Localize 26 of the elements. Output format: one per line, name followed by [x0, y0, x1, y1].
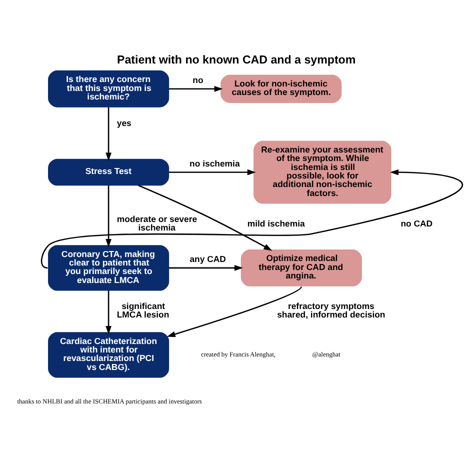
edge-label: yes [116, 117, 132, 128]
arrow [168, 168, 256, 175]
arrow [168, 264, 243, 270]
diagram-title: Patient with no known CAD and a symptom [117, 54, 356, 66]
node-box: Optimize medical therapy for CAD and angina. [240, 248, 362, 286]
edge-label: refractory symptoms shared, informed decision [277, 300, 386, 320]
node-box: Is there any concern that this symptom is ischemic? [48, 70, 170, 107]
edge-label: no [192, 74, 204, 85]
edge-label: any CAD [190, 254, 226, 264]
arrow [40, 168, 463, 268]
arrow [138, 184, 272, 250]
arrow [168, 85, 223, 92]
edge-label: moderate or severe ischemia [116, 213, 198, 232]
edge-label: mild ischemia [247, 218, 305, 228]
node-box: Look for non-ischemic causes of the symptom. [220, 74, 342, 102]
arrow [106, 184, 112, 247]
edge-label: no CAD [400, 218, 433, 228]
edge-label: no ischemia [190, 158, 240, 168]
node-box: Re-examine your assessment of the symptom. While ischemia is still possible, look for additional non-ischemic factors. [254, 140, 392, 204]
arrow [166, 286, 302, 337]
node-box: Cardiac Catheterization with intent for revascularization (PCI vs CABG). [48, 332, 170, 378]
arrow [106, 290, 112, 334]
arrow [106, 106, 112, 161]
edge-label: significant LMCA lesion [116, 300, 170, 320]
node-box: Stress Test [48, 158, 170, 186]
node-box: Coronary CTA, making clear to patient that you primarily seek to evaluate LMCA [48, 244, 170, 290]
